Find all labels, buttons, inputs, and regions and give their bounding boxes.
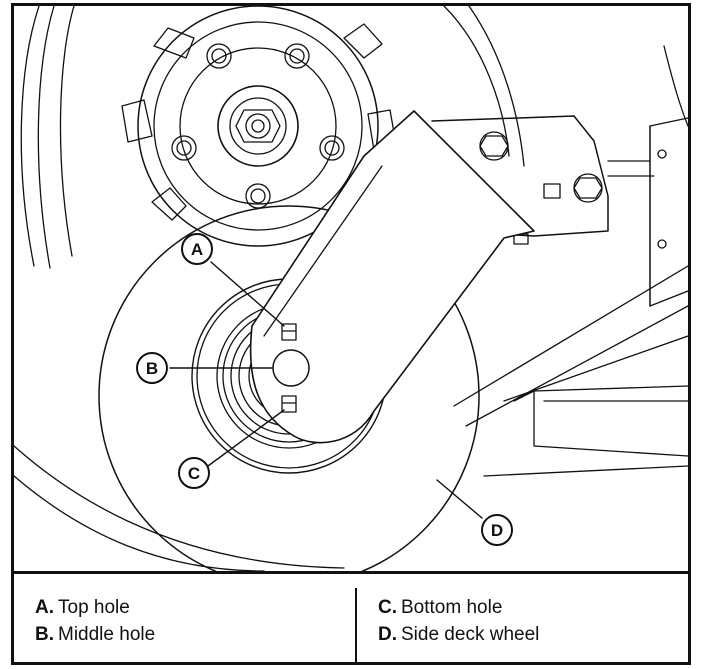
callout-c-label: C: [188, 464, 200, 483]
wheel-arm: [249, 110, 535, 444]
legend-key: B.: [35, 624, 54, 645]
callout-d: D: [481, 514, 513, 546]
figure-frame: A B C D A.Top hole B.Middle hole: [11, 3, 691, 665]
legend-item-b: B.Middle hole: [35, 621, 155, 648]
deck-frame: [431, 115, 688, 477]
legend-key: C.: [378, 597, 397, 618]
legend-column-left: A.Top hole B.Middle hole: [35, 594, 155, 648]
legend-column-right: C.Bottom hole D.Side deck wheel: [378, 594, 539, 648]
deck-wheel-drawing: A B C D: [14, 6, 688, 571]
callout-b: B: [136, 352, 168, 384]
legend-item-a: A.Top hole: [35, 594, 155, 621]
legend: A.Top hole B.Middle hole C.Bottom hole D…: [14, 574, 688, 662]
legend-divider: [355, 588, 357, 662]
legend-item-d: D.Side deck wheel: [378, 621, 539, 648]
legend-text: Middle hole: [58, 624, 156, 645]
leader-c: [207, 409, 285, 467]
leader-d: [436, 479, 483, 519]
leader-a: [210, 261, 285, 327]
rear-tire: [14, 6, 688, 571]
legend-key: A.: [35, 597, 54, 618]
legend-text: Bottom hole: [401, 597, 503, 618]
lug-nuts: [171, 43, 345, 209]
deck-wheel-illustration: A B C D: [14, 6, 688, 574]
legend-item-c: C.Bottom hole: [378, 594, 539, 621]
callout-a-label: A: [191, 240, 203, 259]
callout-leaders: [169, 261, 483, 519]
legend-text: Top hole: [58, 597, 130, 618]
callout-a: A: [181, 233, 213, 265]
legend-key: D.: [378, 624, 397, 645]
callout-b-label: B: [146, 359, 158, 378]
legend-text: Side deck wheel: [401, 624, 540, 645]
wheel-hub: [121, 6, 397, 247]
callout-d-label: D: [491, 521, 503, 540]
callout-c: C: [178, 457, 210, 489]
